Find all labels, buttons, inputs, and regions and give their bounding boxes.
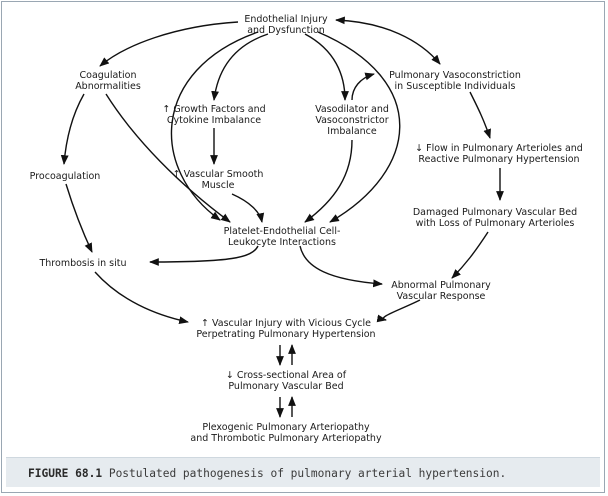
node-label-line: and Thrombotic Pulmonary Arteriopathy	[190, 433, 382, 444]
node-label-line: Vasoconstrictor	[315, 115, 388, 126]
node-label-line: Abnormal Pulmonary	[391, 280, 491, 291]
node-procoagulation: Procoagulation	[30, 171, 101, 182]
arrow-vasodilator-to-platelet	[304, 139, 353, 223]
figure-caption-text: Postulated pathogenesis of pulmonary art…	[102, 467, 507, 480]
arrow-damaged-to-abnormal	[451, 231, 489, 279]
svg-text:Thrombosis in situ: Thrombosis in situ	[38, 258, 126, 269]
node-label-line: ↑ Vascular Smooth	[173, 169, 264, 180]
arrow-coagulation-to-platelet	[105, 93, 231, 223]
arrow-endothelial-to-coagulation	[99, 21, 239, 67]
node-label-line: Abnormalities	[75, 81, 141, 92]
figure-label: FIGURE 68.1	[28, 467, 103, 480]
arrow-smooth-to-platelet	[231, 193, 265, 223]
caption-bar	[6, 457, 600, 487]
node-label-line: ↓ Cross-sectional Area of	[226, 370, 347, 381]
node-label-line: Damaged Pulmonary Vascular Bed	[413, 207, 577, 218]
node-label-line: ↑ Vascular Injury with Vicious Cycle	[201, 318, 371, 329]
arrow-vasoconstriction-to-flow	[469, 91, 491, 139]
arrow-endothelial-to-vasodilator	[304, 33, 349, 101]
node-thrombosis: Thrombosis in situ	[38, 258, 126, 269]
node-platelet: Platelet-Endothelial Cell-Leukocyte Inte…	[224, 226, 341, 248]
node-label-line: Vascular Response	[397, 291, 486, 302]
arrow-endothelial-to-platelet-right	[317, 31, 401, 223]
node-label-line: Pulmonary Vascular Bed	[228, 381, 343, 392]
arrow-endothelial-vasoconstriction-bidirectional	[335, 16, 441, 65]
node-label-line: with Loss of Pulmonary Arterioles	[416, 218, 575, 229]
arrow-procoagulation-to-thrombosis	[65, 183, 93, 253]
node-label-line: Muscle	[202, 180, 235, 191]
svg-text:Procoagulation: Procoagulation	[30, 171, 101, 182]
node-label-line: Plexogenic Pulmonary Arteriopathy	[202, 422, 370, 433]
node-label-line: and Dysfunction	[247, 25, 325, 36]
arrow-platelet-to-thrombosis	[149, 245, 259, 266]
node-label-line: Procoagulation	[30, 171, 101, 182]
arrow-endothelial-to-growth	[211, 33, 269, 101]
node-label-line: Endothelial Injury	[244, 14, 328, 25]
svg-text:Platelet-Endothelial Cell-Leuk: Platelet-Endothelial Cell-Leukocyte Inte…	[224, 226, 341, 248]
node-label-line: Vasodilator and	[315, 104, 389, 115]
node-label-line: Pulmonary Vasoconstriction	[389, 70, 521, 81]
svg-text:↓ Flow in Pulmonary Arterioles: ↓ Flow in Pulmonary Arterioles andReacti…	[415, 143, 583, 165]
arrow-thrombosis-to-injury	[94, 271, 189, 325]
node-label-line: Coagulation	[80, 70, 137, 81]
arrow-abnormal-to-injury	[376, 299, 421, 323]
node-label-line: Cytokine Imbalance	[167, 115, 261, 126]
arrow-coagulation-to-procoagulation	[60, 93, 85, 165]
node-label-line: ↓ Flow in Pulmonary Arterioles and	[415, 143, 583, 154]
node-label-line: Reactive Pulmonary Hypertension	[418, 154, 579, 165]
node-label-line: in Susceptible Individuals	[395, 81, 516, 92]
node-label-line: Perpetrating Pulmonary Hypertension	[196, 329, 375, 340]
node-label-line: Platelet-Endothelial Cell-	[224, 226, 341, 237]
arrows	[60, 16, 504, 418]
arrow-vasodilator-to-vasoconstriction	[351, 72, 375, 101]
svg-text:↑ Vascular Injury with Vicious: ↑ Vascular Injury with Vicious CyclePerp…	[196, 318, 375, 340]
node-label-line: Thrombosis in situ	[38, 258, 126, 269]
arrow-platelet-to-abnormal	[299, 245, 383, 288]
node-label-line: ↑ Growth Factors and	[162, 104, 265, 115]
arrow-endothelial-to-platelet-left	[170, 31, 259, 221]
figure-caption: FIGURE 68.1 Postulated pathogenesis of p…	[28, 467, 506, 480]
node-label-line: Imbalance	[327, 126, 377, 137]
node-label-line: Leukocyte Interactions	[228, 237, 336, 248]
